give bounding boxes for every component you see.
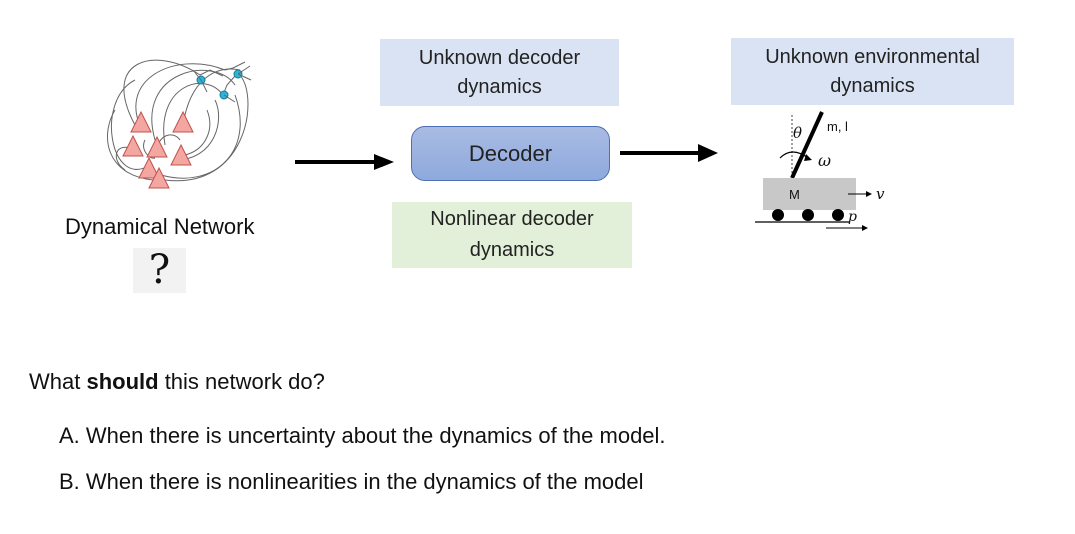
decoder-box: Decoder — [411, 126, 610, 181]
option-b: B. When there is nonlinearities in the d… — [59, 469, 644, 494]
unknown-environmental-dynamics-label: Unknown environmental dynamics — [765, 45, 980, 97]
arrow-decoder-to-environment — [620, 144, 718, 162]
wheel-right — [832, 209, 844, 221]
velocity-label: v — [876, 185, 885, 203]
nonlinear-decoder-dynamics-box: Nonlinear decoder dynamics — [392, 202, 632, 268]
cartpole-diagram: θ m, l ω M v p — [755, 111, 885, 231]
unknown-decoder-dynamics-box: Unknown decoder dynamics — [380, 39, 619, 106]
theta-label: θ — [793, 124, 802, 142]
pole — [790, 111, 824, 179]
position-label: p — [848, 209, 857, 225]
question-prefix: What — [29, 369, 87, 394]
mass-length-label: m, l — [827, 119, 848, 134]
decoder-label: Decoder — [468, 140, 553, 166]
option-a: A. When there is uncertainty about the d… — [59, 423, 666, 448]
dynamical-network-diagram — [107, 59, 252, 189]
wheel-middle — [802, 209, 814, 221]
question-suffix: this network do? — [158, 369, 325, 394]
wheel-left — [772, 209, 784, 221]
cart — [763, 178, 856, 210]
cart-mass-label: M — [789, 187, 800, 202]
question-bold: should — [86, 369, 159, 394]
question-text: What should this network do? — [29, 369, 325, 395]
unknown-decoder-dynamics-label: Unknown decoder dynamics — [418, 46, 581, 98]
question-mark-icon: ? — [133, 248, 186, 293]
omega-label: ω — [818, 151, 831, 170]
unknown-environmental-dynamics-box: Unknown environmental dynamics — [731, 38, 1014, 105]
dynamical-network-label: Dynamical Network — [65, 214, 255, 239]
nonlinear-decoder-dynamics-label: Nonlinear decoder dynamics — [430, 208, 594, 261]
arrow-network-to-decoder — [295, 154, 394, 170]
